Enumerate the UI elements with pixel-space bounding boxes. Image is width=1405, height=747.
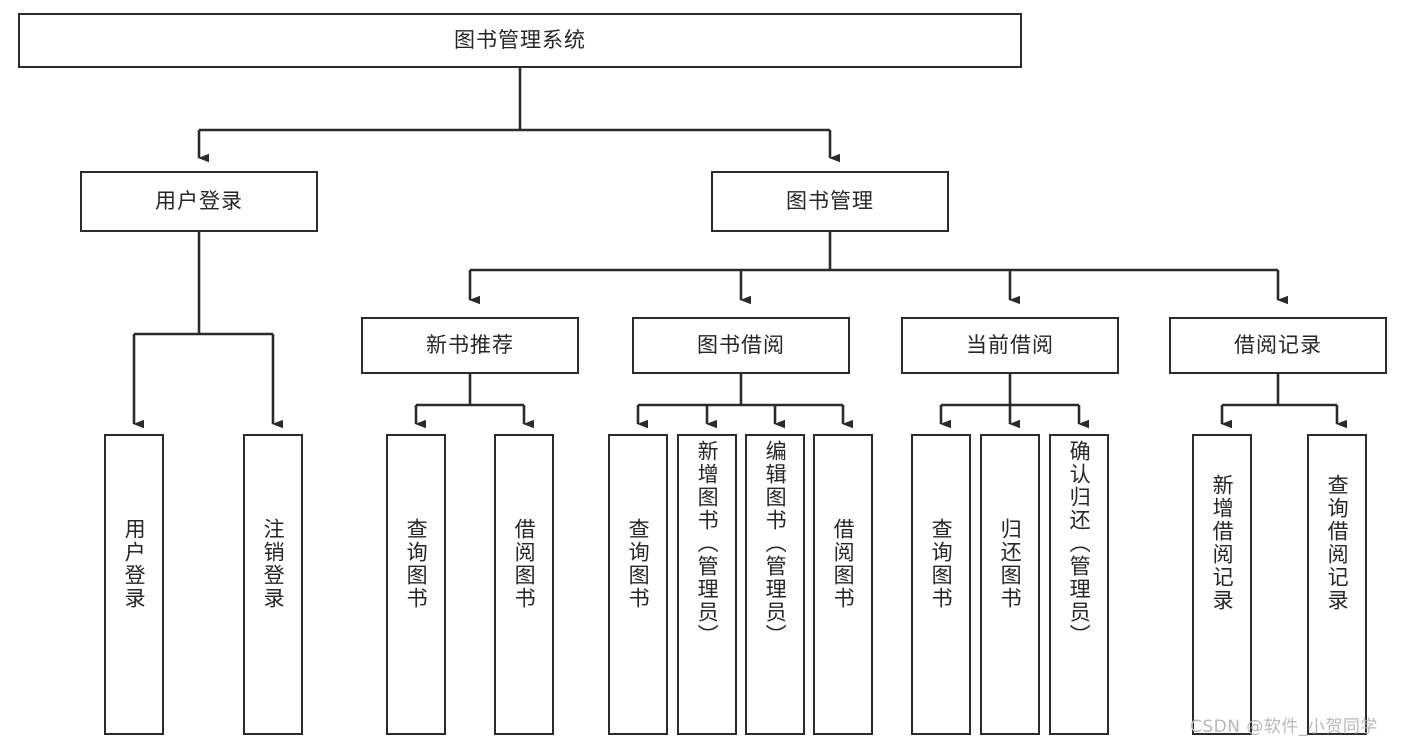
node-book-management[interactable]: 图书管理 xyxy=(711,171,949,232)
node-label: 编辑图书（管理员） xyxy=(763,440,788,647)
node-label: 查询借阅记录 xyxy=(1325,474,1350,612)
node-label: 图书借阅 xyxy=(697,333,785,358)
node-label: 当前借阅 xyxy=(966,333,1054,358)
leaf-user-login[interactable]: 用户登录 xyxy=(104,434,164,735)
leaf-add-book-admin[interactable]: 新增图书（管理员） xyxy=(677,434,737,735)
node-borrow-record[interactable]: 借阅记录 xyxy=(1169,317,1387,374)
node-label: 查询图书 xyxy=(929,518,954,610)
node-book-borrow[interactable]: 图书借阅 xyxy=(632,317,850,374)
leaf-return-book[interactable]: 归还图书 xyxy=(980,434,1040,735)
node-book-management-system[interactable]: 图书管理系统 xyxy=(18,13,1022,68)
leaf-logout-login[interactable]: 注销登录 xyxy=(243,434,303,735)
node-label: 借阅图书 xyxy=(512,518,537,610)
node-label: 图书管理系统 xyxy=(454,28,586,53)
node-label: 查询图书 xyxy=(404,518,429,610)
leaf-borrow-book-borrow[interactable]: 借阅图书 xyxy=(813,434,873,735)
node-label: 确认归还（管理员） xyxy=(1067,440,1092,647)
node-label: 新增借阅记录 xyxy=(1210,474,1235,612)
leaf-edit-book-admin[interactable]: 编辑图书（管理员） xyxy=(745,434,805,735)
leaf-confirm-return-admin[interactable]: 确认归还（管理员） xyxy=(1049,434,1109,735)
leaf-query-book-recommend[interactable]: 查询图书 xyxy=(386,434,446,735)
leaf-query-book-current[interactable]: 查询图书 xyxy=(911,434,971,735)
node-user-login[interactable]: 用户登录 xyxy=(80,171,318,232)
node-label: 图书管理 xyxy=(786,189,874,214)
node-current-borrow[interactable]: 当前借阅 xyxy=(901,317,1119,374)
node-label: 新书推荐 xyxy=(426,333,514,358)
leaf-borrow-book-recommend[interactable]: 借阅图书 xyxy=(494,434,554,735)
node-label: 用户登录 xyxy=(155,189,243,214)
leaf-query-borrow-record[interactable]: 查询借阅记录 xyxy=(1307,434,1367,735)
node-label: 新增图书（管理员） xyxy=(695,440,720,647)
node-label: 借阅记录 xyxy=(1234,333,1322,358)
leaf-query-book-borrow[interactable]: 查询图书 xyxy=(608,434,668,735)
node-label: 查询图书 xyxy=(626,518,651,610)
leaf-add-borrow-record[interactable]: 新增借阅记录 xyxy=(1192,434,1252,735)
csdn-watermark: CSDN @软件_小贺同学 xyxy=(1190,717,1378,737)
node-label: 用户登录 xyxy=(122,518,147,610)
node-label: 注销登录 xyxy=(261,518,286,610)
node-new-book-recommend[interactable]: 新书推荐 xyxy=(361,317,579,374)
node-label: 借阅图书 xyxy=(831,518,856,610)
node-label: 归还图书 xyxy=(998,518,1023,610)
